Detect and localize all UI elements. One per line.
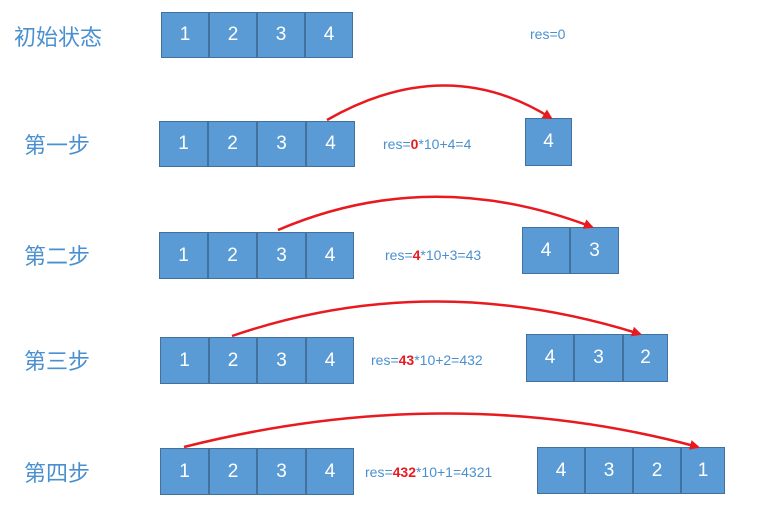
result-cell: 1 bbox=[681, 447, 725, 494]
result-cell: 3 bbox=[570, 227, 619, 274]
array-cell: 3 bbox=[257, 12, 305, 58]
array-cell: 1 bbox=[159, 121, 208, 167]
array-cell: 1 bbox=[161, 12, 209, 58]
result-cell: 4 bbox=[537, 447, 585, 494]
result-cell: 4 bbox=[525, 118, 572, 166]
array-cell: 3 bbox=[257, 232, 306, 279]
row-label-step-4: 第四步 bbox=[24, 462, 91, 487]
array-cell: 2 bbox=[208, 121, 257, 167]
row-label-step-2: 第二步 bbox=[24, 245, 91, 270]
array-cell: 4 bbox=[305, 12, 353, 58]
array-cell: 3 bbox=[257, 121, 306, 167]
res-equation-step-1: res=0*10+4=4 bbox=[383, 136, 472, 152]
arrow-step-1 bbox=[326, 84, 553, 122]
res-equation-step-4: res=432*10+1=4321 bbox=[365, 464, 493, 480]
result-cell: 2 bbox=[623, 334, 668, 382]
result-cell: 3 bbox=[585, 447, 633, 494]
arrow-step-3 bbox=[231, 300, 642, 338]
result-cell: 3 bbox=[574, 334, 623, 382]
arrow-step-4 bbox=[183, 412, 700, 450]
array-cell: 4 bbox=[306, 337, 354, 384]
array-cell: 1 bbox=[159, 232, 208, 279]
result-cell: 4 bbox=[526, 334, 574, 382]
array-cell: 3 bbox=[257, 337, 306, 384]
array-cell: 2 bbox=[209, 448, 257, 495]
res-initial: res=0 bbox=[530, 26, 566, 42]
res-equation-step-2: res=4*10+3=43 bbox=[385, 247, 482, 263]
array-cell: 2 bbox=[208, 232, 257, 279]
array-cell: 1 bbox=[160, 448, 209, 495]
result-cell: 2 bbox=[633, 447, 681, 494]
array-cell: 4 bbox=[306, 232, 354, 279]
array-cell: 4 bbox=[306, 448, 354, 495]
result-cell: 4 bbox=[522, 227, 570, 274]
arrow-step-2 bbox=[277, 195, 594, 232]
row-label-step-1: 第一步 bbox=[24, 134, 91, 159]
array-cell: 2 bbox=[209, 337, 257, 384]
res-equation-step-3: res=43*10+2=432 bbox=[371, 352, 483, 368]
row-label-step-3: 第三步 bbox=[24, 350, 91, 375]
array-cell: 4 bbox=[306, 121, 355, 167]
array-cell: 3 bbox=[257, 448, 306, 495]
array-cell: 1 bbox=[160, 337, 209, 384]
array-cell: 2 bbox=[209, 12, 257, 58]
row-label-initial: 初始状态 bbox=[14, 26, 103, 51]
